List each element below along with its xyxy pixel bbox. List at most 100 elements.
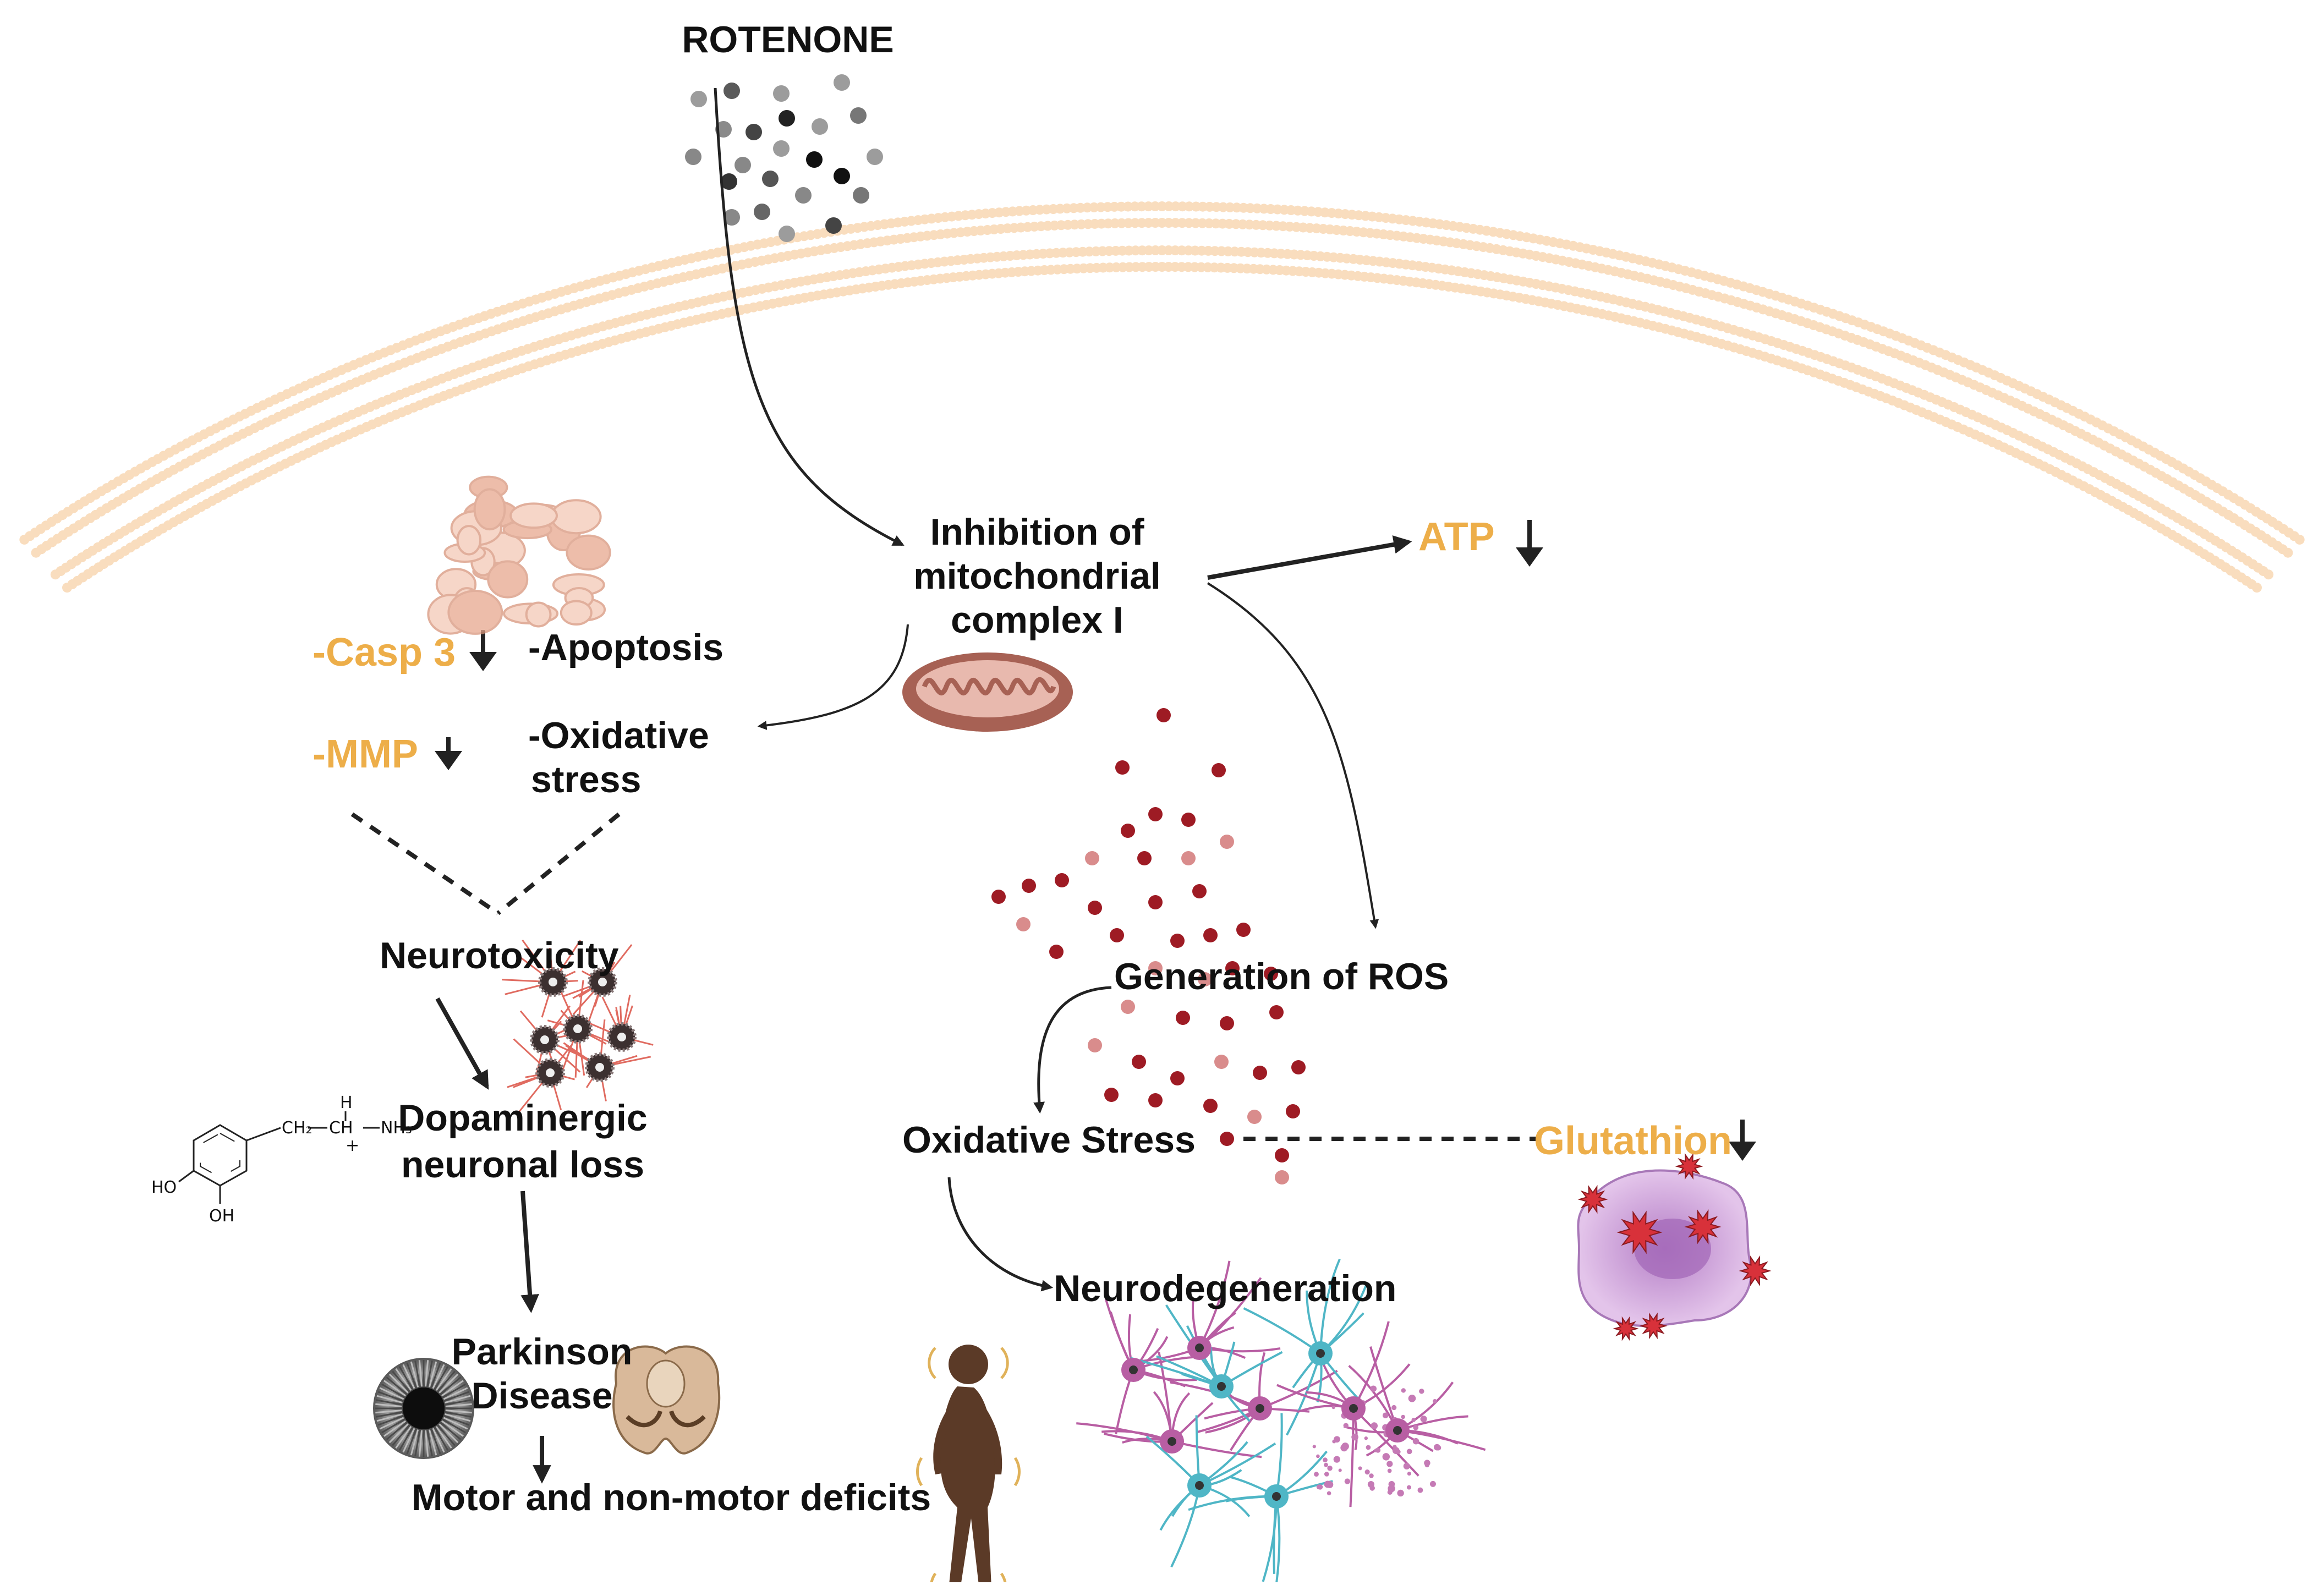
ros-particle [1121, 824, 1135, 838]
debris-dot [1364, 1436, 1368, 1440]
iris-ray [445, 1395, 471, 1404]
ros-particle [1269, 1005, 1284, 1019]
iris-ray [376, 1399, 402, 1406]
apoptotic-body [509, 502, 558, 529]
iris-ray [437, 1424, 456, 1446]
rotenone-particle [806, 151, 823, 168]
substantia-nigra-icon [373, 1358, 474, 1459]
tremoring-person-icon [916, 1345, 1021, 1585]
dendrite [1319, 1258, 1341, 1354]
parkinson-label-line2: Disease [471, 1375, 612, 1417]
ros-particle [1148, 807, 1163, 821]
debris-dot [1382, 1453, 1390, 1461]
dashed-oxidative-to-neurotoxicity [496, 812, 621, 915]
dashed-lines [350, 812, 1541, 1141]
iris-ray [379, 1417, 404, 1430]
iris-ray [410, 1429, 419, 1456]
debris-dot [1420, 1416, 1427, 1423]
lipid-head [2252, 583, 2262, 593]
chem-oh: OH [209, 1206, 234, 1226]
ros-particle [1220, 1132, 1234, 1146]
oxidative-label-line2: stress [531, 759, 641, 800]
iris-ray [428, 1429, 437, 1456]
ros-particle [1236, 923, 1251, 937]
rotenone-particle [853, 187, 869, 204]
debris-dot [1406, 1485, 1411, 1490]
iris-ray [375, 1410, 402, 1414]
debris-dot [1371, 1422, 1378, 1429]
iris-ray [383, 1420, 407, 1437]
neuron-nucleus [1217, 1382, 1226, 1391]
iris-ray [376, 1395, 403, 1404]
debris-dot [1413, 1424, 1419, 1430]
iris-ray [426, 1361, 433, 1387]
ros-particle [1104, 1088, 1119, 1102]
ros-particle [1212, 763, 1226, 777]
iris-ray [432, 1364, 445, 1389]
iris-ray [444, 1391, 470, 1402]
lipid-head [1136, 201, 1147, 212]
ros-particle [1170, 1071, 1185, 1085]
ros-star-icon [1675, 1153, 1703, 1180]
lipid-head [1150, 201, 1160, 211]
atp-label: ATP [1418, 515, 1495, 559]
debris-dot [1403, 1462, 1410, 1470]
ros-star-icon [1639, 1312, 1668, 1340]
debris-dot [1393, 1445, 1397, 1449]
oxidized-cell-icon [1577, 1153, 1772, 1341]
brainstem-section-icon [612, 1345, 721, 1455]
iris-ray [443, 1417, 468, 1430]
ros-particle [1148, 961, 1163, 975]
casp3-label: -Casp 3 [313, 630, 456, 674]
lipid-bilayer-membrane [19, 201, 2305, 593]
ros-particle [1110, 928, 1124, 942]
rotenone-particle [779, 110, 795, 127]
chem-ho: HO [151, 1178, 177, 1197]
debris-dot [1370, 1385, 1377, 1392]
apoptotic-body [447, 590, 503, 635]
iris-ray [375, 1403, 402, 1407]
glutathion-down-arrow-icon [1729, 1120, 1756, 1161]
iris-ray [386, 1376, 408, 1395]
ros-particle [1137, 851, 1152, 865]
rotenone-particle [812, 118, 828, 135]
iris-ray [425, 1430, 429, 1457]
lipid-head [2294, 534, 2305, 545]
iris-ray [402, 1364, 415, 1389]
debris-dot [1408, 1394, 1416, 1402]
debris-dot [1396, 1449, 1401, 1454]
debris-dot [1327, 1466, 1333, 1471]
ros-particle [1253, 1066, 1267, 1080]
iris-ray [392, 1370, 410, 1392]
iris-ray [441, 1380, 464, 1397]
down-arrows [435, 520, 1756, 1161]
debris-dot [1369, 1473, 1374, 1478]
debris-dot [1333, 1456, 1340, 1463]
ros-star-icon [1739, 1255, 1772, 1287]
iris-ray [442, 1418, 466, 1434]
lipid-head [2283, 547, 2293, 558]
neuron-network-icon [1076, 1258, 1486, 1583]
debris-dot [1344, 1478, 1351, 1484]
neuron-nucleus [573, 1024, 582, 1033]
ros-particle [1264, 967, 1278, 981]
neuron-nucleus [546, 1068, 555, 1077]
iris-ray [440, 1422, 462, 1440]
iris-ray [392, 1424, 410, 1446]
iris-ray [445, 1399, 472, 1406]
chem-nh3: NH₃ [381, 1118, 412, 1138]
rotenone-particle [723, 209, 740, 226]
rotenone-particle [735, 157, 751, 173]
dendrite [1171, 1440, 1262, 1458]
iris-ray [435, 1425, 452, 1449]
debris-dot [1338, 1468, 1342, 1472]
inhibition-label-line1: Inhibition of [930, 511, 1144, 553]
iris-ray [376, 1413, 403, 1422]
debris-dot [1391, 1405, 1397, 1411]
debris-dot [1417, 1487, 1423, 1493]
debris-dot [1435, 1445, 1441, 1451]
ros-particle [1286, 1104, 1300, 1118]
debris-dot [1317, 1484, 1323, 1490]
debris-dot [1387, 1468, 1392, 1473]
damaged-neurons-icon [502, 939, 654, 1112]
